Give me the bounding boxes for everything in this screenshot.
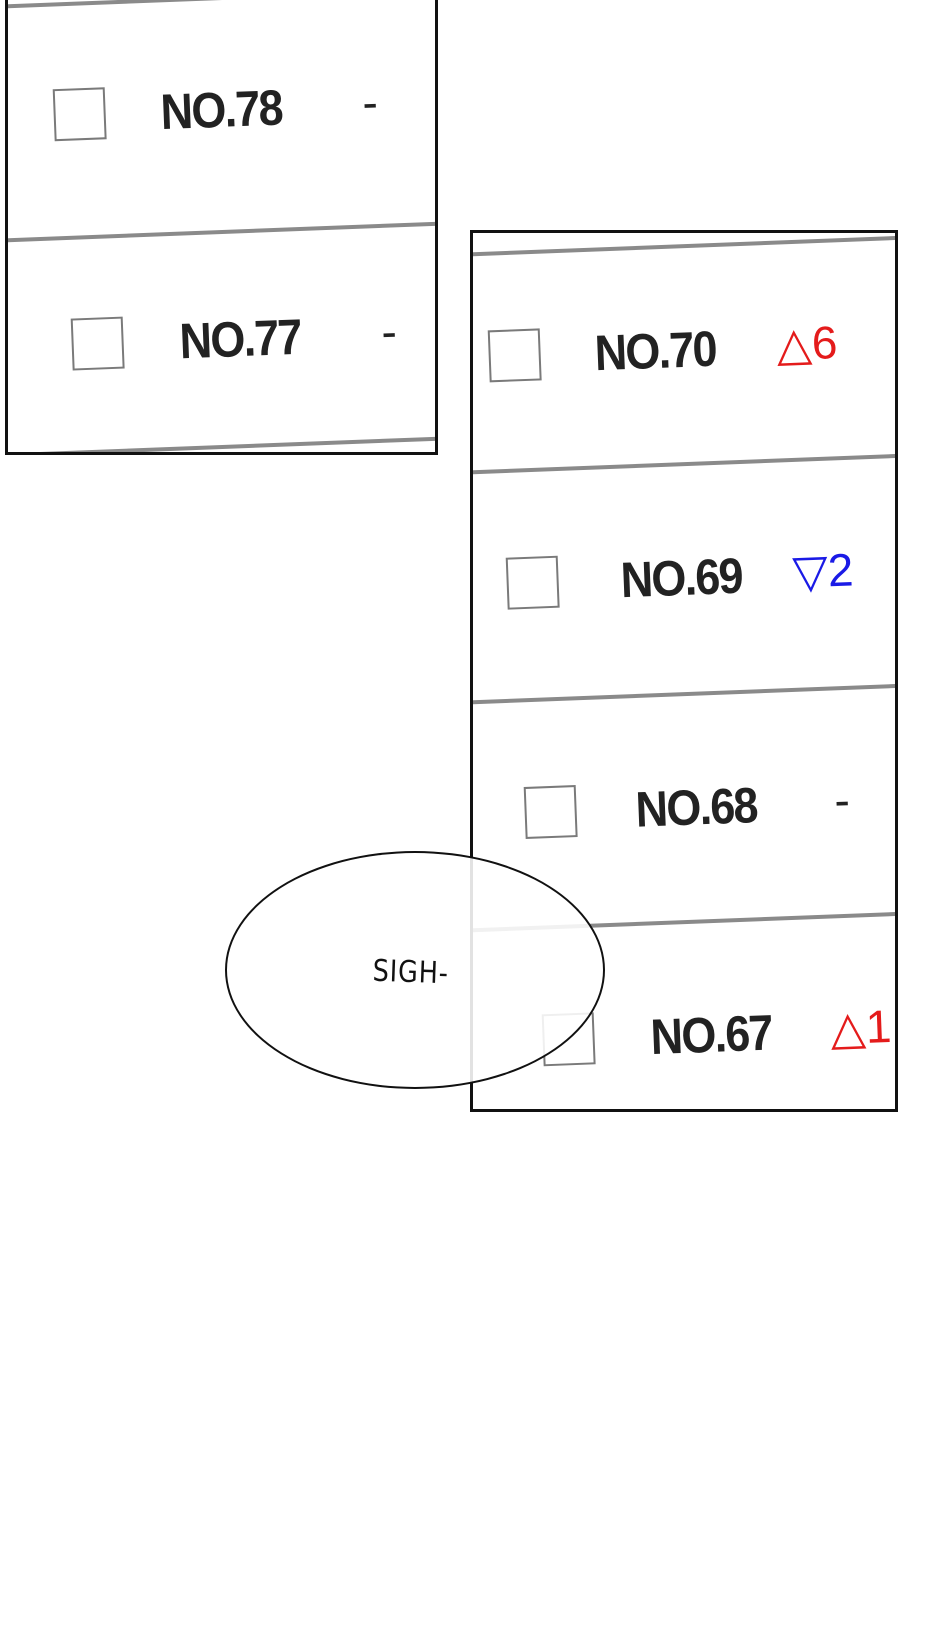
row-divider — [8, 435, 435, 452]
rank-label: NO.67 — [649, 1004, 773, 1066]
rank-change: △1 — [829, 999, 893, 1055]
row-divider — [8, 220, 435, 243]
ranking-row: NO.70 △6 — [473, 316, 895, 383]
rank-label: NO.78 — [159, 79, 283, 141]
speech-bubble-text: SIGH- — [372, 953, 450, 992]
rank-label: NO.70 — [593, 320, 717, 382]
speech-bubble — [225, 851, 605, 1089]
row-checkbox[interactable] — [487, 328, 542, 383]
row-checkbox[interactable] — [505, 555, 560, 610]
row-divider — [473, 452, 895, 475]
ranking-row: NO.68 - — [473, 774, 895, 839]
row-divider — [473, 682, 895, 705]
rank-change: ▽2 — [791, 543, 855, 598]
rank-change: △6 — [775, 316, 839, 371]
ranking-row: NO.69 ▽2 — [473, 543, 895, 610]
row-checkbox[interactable] — [523, 785, 578, 839]
rank-change: - — [361, 75, 379, 129]
rank-label: NO.68 — [634, 777, 758, 838]
rank-label: NO.69 — [619, 547, 743, 609]
ranking-row: NO.77 - — [8, 305, 435, 371]
row-checkbox[interactable] — [52, 87, 107, 142]
row-divider — [473, 234, 895, 257]
rank-change: - — [380, 305, 398, 358]
row-divider — [8, 0, 435, 9]
ranking-row: NO.78 - — [8, 76, 435, 142]
rank-label: NO.77 — [178, 308, 302, 370]
rank-change: - — [833, 773, 851, 827]
ranking-panel-left: NO.78 - NO.77 - — [5, 0, 438, 455]
row-checkbox[interactable] — [70, 316, 125, 371]
